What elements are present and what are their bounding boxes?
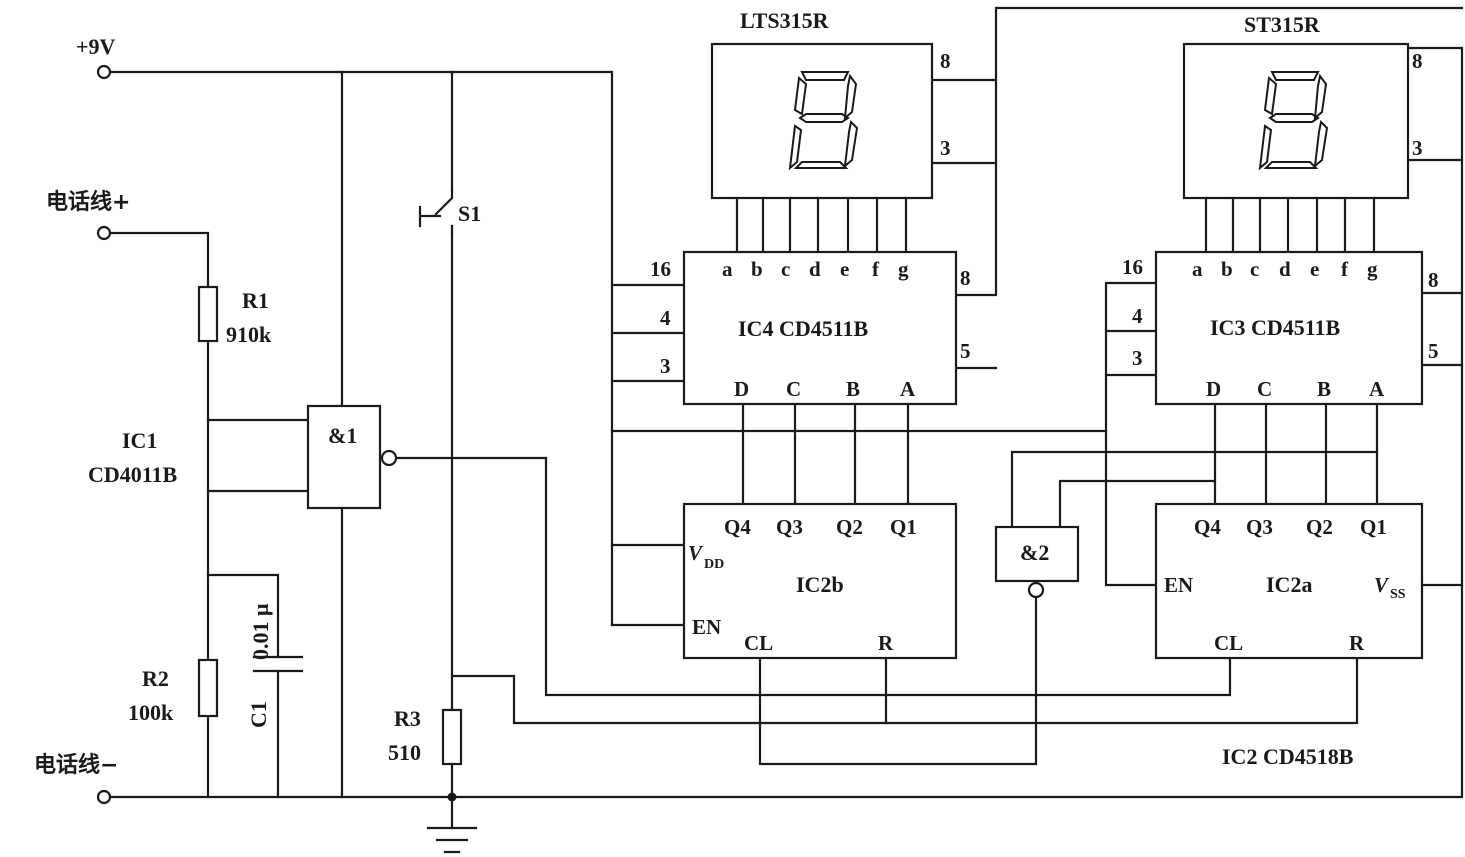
ic2a-q2: Q2 [1306,515,1333,539]
ic2b-q2: Q2 [836,515,863,539]
phone-plus-terminal [96,225,112,241]
ic1-part: CD4011B [88,462,178,487]
ic2b-cl: CL [744,631,773,655]
ic2a-cl: CL [1214,631,1243,655]
r1-name: R1 [242,288,269,313]
ic4-pin-3: 3 [660,354,671,378]
ic4-pin-5: 5 [960,339,971,363]
phone-minus-terminal [96,789,112,805]
ic4-out-c: c [781,257,790,281]
ic4-in-c: C [786,377,801,401]
ic4-out-f: f [872,257,880,281]
ic3-out-a: a [1192,257,1203,281]
r2-value: 100k [128,700,174,725]
left-display-part: LTS315R [740,8,830,33]
ic2b-title: IC2b [796,572,844,597]
ic3-out-c: c [1250,257,1259,281]
r3-value: 510 [388,740,421,765]
left-display-pin-3: 3 [940,136,951,160]
right-display-part: ST315R [1244,12,1321,37]
supply-label: +9V [76,34,116,59]
phone-line-plus-label: 电话线+ [46,189,130,215]
ic1-name: IC1 [122,428,157,453]
right-display-pin-8: 8 [1412,49,1423,73]
ic3-out-b: b [1221,257,1233,281]
ic2b-r: R [878,631,894,655]
ic2a-block [1154,502,1424,660]
ic4-out-b: b [751,257,763,281]
ic2b-q4: Q4 [724,515,751,539]
nand-2-label: &2 [1020,540,1049,565]
ic4-block [682,250,958,406]
ic4-out-a: a [722,257,733,281]
ic4-pin-8: 8 [960,266,971,290]
resistor-r1 [197,285,219,343]
ic3-block [1154,250,1424,406]
ic3-in-d: D [1206,377,1221,401]
ic3-out-f: f [1341,257,1349,281]
ic2b-block [682,502,958,660]
ic4-out-d: d [809,257,821,281]
ic3-out-e: e [1310,257,1319,281]
ic2-part-label: IC2 CD4518B [1222,744,1354,769]
ic2b-vdd-sub: DD [704,557,724,572]
ic2b-en: EN [692,615,721,639]
supply-terminal [96,64,112,80]
ic2a-q4: Q4 [1194,515,1221,539]
ic3-pin-16: 16 [1122,255,1143,279]
ic2b-q1: Q1 [890,515,917,539]
r3-name: R3 [394,706,421,731]
ic3-in-b: B [1317,377,1331,401]
ic4-out-g: g [898,257,909,281]
ic2a-q3: Q3 [1246,515,1273,539]
ic2b-q3: Q3 [776,515,803,539]
ic4-pin-16: 16 [650,257,671,281]
ic4-title: IC4 CD4511B [738,316,869,341]
ic2a-vss-sub: SS [1390,587,1406,602]
left-display-pin-8: 8 [940,49,951,73]
right-display-pin-3: 3 [1412,136,1423,160]
r1-value: 910k [226,322,272,347]
resistor-r2 [197,658,219,718]
nand-gate-2 [994,525,1080,583]
ic3-pin-4: 4 [1132,304,1143,328]
ic3-pin-8: 8 [1428,268,1439,292]
capacitor-name: C1 [246,701,271,728]
ic4-in-d: D [734,377,749,401]
switch-s1 [418,188,454,234]
capacitor-value: 0.01 μ [248,603,273,660]
ic3-pin-5: 5 [1428,339,1439,363]
wiring [108,6,1464,854]
switch-label: S1 [458,201,481,226]
ic4-in-b: B [846,377,860,401]
nand-2-inverter-bubble [1027,581,1045,599]
phone-line-minus-label: 电话线− [34,752,118,778]
ground-junction-dot [447,792,457,802]
ic4-pin-4: 4 [660,306,671,330]
ic3-out-g: g [1367,257,1378,281]
ic4-out-e: e [840,257,849,281]
seven-segment-digit-right [1258,71,1329,171]
ic2a-q1: Q1 [1360,515,1387,539]
ic3-out-d: d [1279,257,1291,281]
capacitor-c1 [252,655,304,673]
ic2b-vdd-main: V [688,541,704,565]
nand-1-inverter-bubble [380,449,398,467]
ic3-pin-3: 3 [1132,346,1143,370]
ic3-in-c: C [1257,377,1272,401]
r2-name: R2 [142,666,169,691]
nand-1-label: &1 [328,423,357,448]
nand-gate-1 [306,404,382,510]
resistor-r3 [441,708,463,766]
ic2a-vss-main: V [1374,573,1390,597]
ic2a-title: IC2a [1266,572,1312,597]
seven-segment-digit-left [788,71,859,171]
ic3-in-a: A [1369,377,1385,401]
ic3-title: IC3 CD4511B [1210,315,1341,340]
ic2a-en: EN [1164,573,1193,597]
ic4-in-a: A [900,377,916,401]
ic2a-r: R [1349,631,1365,655]
